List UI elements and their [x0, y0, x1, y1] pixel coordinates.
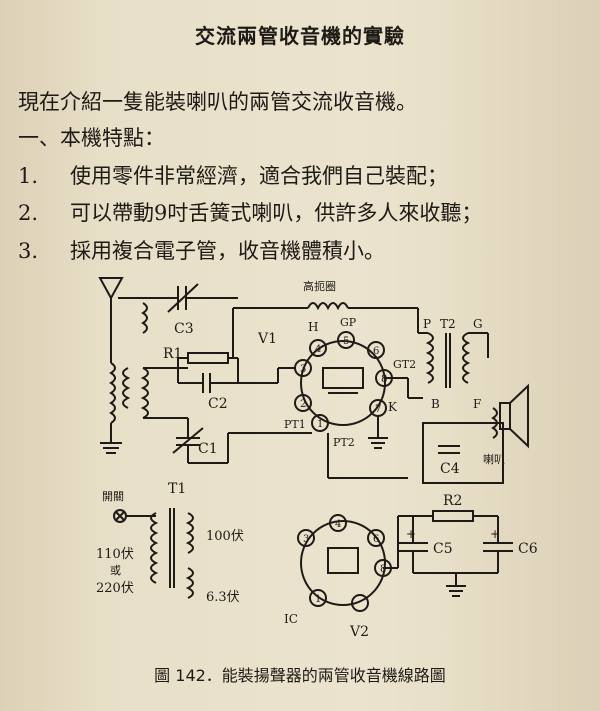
feature-number: 3.	[18, 239, 39, 263]
label-v2: V2	[349, 624, 369, 640]
capacitor-c4	[422, 422, 504, 484]
label-switch: 開關	[102, 490, 124, 503]
feature-text: 可以帶動9吋舌簧式喇叭，供許多人來收聽；	[70, 201, 483, 225]
pin-4: 4	[315, 344, 321, 355]
pin-3: 3	[300, 364, 306, 375]
label-c2: C2	[208, 396, 228, 412]
label-t1: T1	[168, 481, 186, 497]
label-plus-c5: +	[406, 527, 416, 541]
pin-2: 2	[300, 399, 306, 410]
feature-item: 1. 使用零件非常經濟，適合我們自己裝配；	[18, 160, 448, 190]
antenna-icon	[98, 277, 124, 363]
pin-8: 8	[381, 374, 387, 385]
tuning-coil	[122, 367, 188, 419]
resistor-r1	[178, 352, 238, 364]
label-c1: C1	[198, 441, 218, 457]
label-choke: 高扼圈	[303, 279, 336, 293]
label-pt1: PT1	[284, 418, 306, 431]
pin-v2-4: 4	[335, 519, 341, 530]
label-speaker: 喇叭	[483, 452, 505, 466]
feature-number: 1.	[18, 164, 39, 188]
figure-caption: 圖 142．能裝揚聲器的兩管收音機線路圖	[154, 666, 446, 685]
feature-text: 使用零件非常經濟，適合我們自己裝配；	[70, 164, 448, 188]
label-c6: C6	[518, 541, 538, 557]
label-ic: IC	[284, 612, 298, 626]
label-g: G	[473, 317, 483, 331]
page-bleed-through	[450, 0, 600, 711]
label-r2: R2	[443, 493, 462, 509]
choke-coil	[232, 302, 418, 358]
circuit-diagram: C3 R1 C2 C1 高扼圈 V1 H GP P T2 G GT2 K PT1…	[96, 277, 538, 640]
label-220v: 220伏	[96, 581, 134, 596]
antenna-coil	[100, 362, 122, 454]
pin-5: 5	[343, 336, 349, 347]
label-v1: V1	[257, 331, 277, 347]
label-p: P	[423, 317, 431, 331]
tube-v2	[297, 514, 392, 612]
feature-number: 2.	[18, 201, 39, 225]
pin-v2-3: 3	[303, 534, 309, 545]
ground-icon	[368, 416, 388, 449]
intro-paragraph: 現在介紹一隻能裝喇叭的兩管交流收音機。	[18, 90, 417, 114]
pin-7: 7	[375, 404, 381, 415]
label-f: F	[473, 397, 481, 411]
label-k: K	[388, 400, 398, 414]
signal-wiring	[188, 367, 423, 479]
label-6-3v: 6.3伏	[206, 590, 240, 605]
label-c5: C5	[433, 541, 453, 557]
pin-v2-6: 6	[373, 534, 379, 545]
label-b: B	[431, 397, 440, 411]
pin-v2-1: 1	[315, 594, 321, 605]
label-gp: GP	[340, 316, 357, 329]
feature-item: 3. 採用複合電子管，收音機體積小。	[18, 235, 385, 265]
feature-text: 採用複合電子管，收音機體積小。	[70, 239, 385, 263]
label-c4: C4	[440, 461, 460, 477]
pin-1: 1	[317, 419, 323, 430]
label-t2: T2	[440, 317, 456, 331]
label-or: 或	[110, 564, 121, 577]
speaker-icon	[491, 383, 529, 449]
transformer-t2	[417, 308, 489, 388]
transformer-t1	[150, 508, 194, 599]
label-plus-c6: +	[490, 527, 500, 541]
capacitor-c1	[172, 418, 204, 463]
section-heading: 一、本機特點：	[18, 126, 165, 150]
label-100v: 100伏	[206, 529, 244, 544]
label-h: H	[308, 320, 318, 334]
pin-6: 6	[373, 346, 379, 357]
label-r1: R1	[163, 346, 182, 362]
pin-v2-8: 8	[380, 564, 386, 575]
feature-item: 2. 可以帶動9吋舌簧式喇叭，供許多人來收聽；	[18, 197, 482, 227]
label-c3: C3	[174, 321, 194, 337]
filter-network	[383, 510, 513, 597]
capacitor-c3	[118, 283, 238, 334]
label-pt2: PT2	[333, 436, 355, 449]
article-title: 交流兩管收音機的實驗	[195, 24, 405, 48]
label-110v: 110伏	[96, 547, 134, 562]
label-gt2: GT2	[393, 358, 416, 371]
switch-icon	[113, 509, 156, 523]
capacitor-c2	[177, 358, 239, 393]
